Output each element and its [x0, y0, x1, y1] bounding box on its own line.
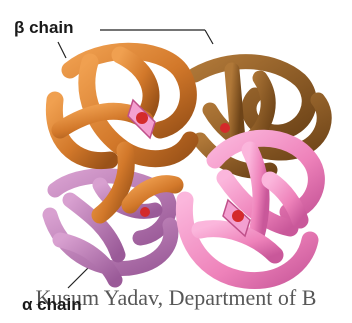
beta-subunit-front — [54, 51, 190, 215]
heme-group-beta-back — [220, 123, 230, 133]
alpha-subunit-front — [184, 138, 316, 280]
beta-chain-label: β chain — [14, 18, 74, 38]
alpha-chain-label: α chain — [22, 295, 82, 315]
heme-group-alpha-back — [140, 207, 150, 217]
beta-chain-leader-line-left — [58, 42, 66, 58]
beta-chain-leader-line-tip — [205, 30, 213, 44]
